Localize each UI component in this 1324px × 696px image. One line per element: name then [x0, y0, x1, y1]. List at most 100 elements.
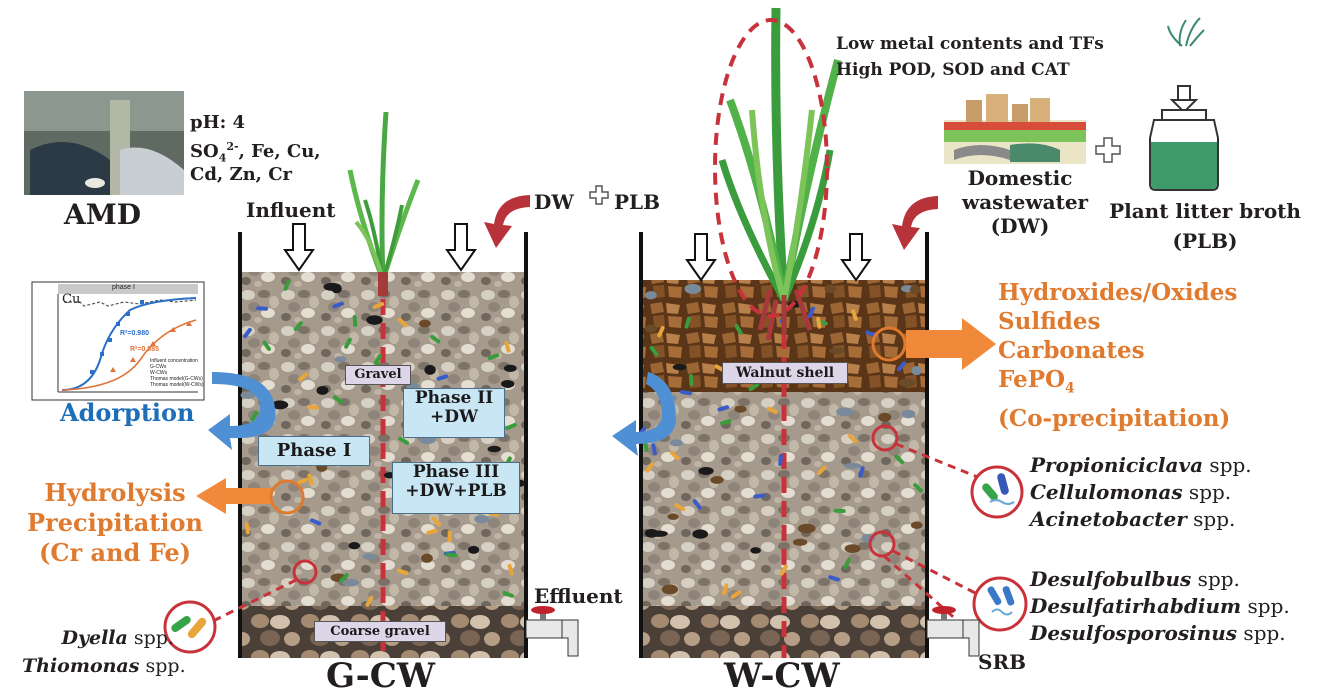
particle	[692, 529, 709, 539]
particle	[778, 453, 783, 466]
particle	[792, 538, 808, 546]
inset-legend-3: W-CWs	[150, 370, 168, 376]
domestic-wastewater-illustration	[944, 94, 1086, 164]
hydrolysis-label: Hydrolysis Precipitation (Cr and Fe)	[20, 478, 210, 568]
particle	[262, 340, 271, 351]
particle	[296, 477, 309, 485]
particle	[911, 366, 922, 376]
particle	[352, 315, 358, 328]
plb-description: Plant litter broth (PLB)	[1094, 196, 1316, 256]
coarse-gravel-label: Coarse gravel	[314, 621, 446, 642]
bacteria-dyella: Dyella spp.	[61, 627, 174, 649]
particle	[244, 522, 250, 535]
particle	[256, 306, 269, 311]
amd-ions-line2: Cd, Zn, Cr	[190, 164, 293, 185]
particle	[684, 283, 702, 294]
particle	[307, 473, 314, 486]
precip-hydroxides: Hydroxides/Oxides	[998, 279, 1238, 306]
srb-label: SRB	[978, 650, 1026, 674]
particle	[688, 374, 694, 387]
particle	[504, 340, 511, 353]
particle	[474, 515, 490, 524]
plb-label-g: PLB	[614, 190, 661, 214]
particle	[243, 327, 252, 339]
particle	[418, 319, 431, 328]
bacteria-acinetobacter: Acinetobacter spp.	[1030, 507, 1236, 531]
dw-plb-arrows	[484, 195, 938, 250]
particle	[366, 315, 383, 325]
particle	[684, 316, 691, 329]
particle	[505, 422, 517, 431]
precip-sulfides: Sulfides	[998, 308, 1101, 335]
particle	[898, 378, 916, 388]
particle	[807, 306, 816, 319]
amd-title: AMD	[64, 198, 141, 231]
particle	[397, 317, 408, 328]
faucet-g	[525, 606, 579, 657]
influent-arrow-2	[445, 223, 477, 272]
particle	[398, 436, 410, 445]
particle	[657, 326, 665, 338]
orange-arrow-left	[196, 478, 272, 514]
particle	[309, 518, 322, 526]
phase3-line1: Phase III	[412, 462, 500, 482]
dw-line1: Domestic	[967, 166, 1073, 190]
particle	[730, 590, 742, 599]
particle	[333, 395, 344, 405]
particle	[692, 499, 702, 510]
particle	[851, 309, 858, 321]
particle	[753, 493, 766, 499]
particle	[342, 578, 359, 587]
gcw-plant	[347, 111, 421, 296]
dw-description: Domestic wastewater (DW)	[962, 166, 1088, 238]
particle	[909, 285, 921, 294]
particle	[426, 528, 439, 535]
particle	[833, 508, 846, 513]
inset-chart-r2-b: R²=0.885	[130, 346, 159, 353]
particle	[816, 316, 822, 329]
particle	[293, 321, 303, 332]
particle	[283, 279, 291, 291]
amd-ph: pH: 4	[190, 112, 246, 133]
particle	[468, 545, 480, 554]
influent-arrows	[283, 223, 872, 282]
inset-legend-2: G-CWs	[150, 364, 167, 370]
bacteria-icons	[171, 473, 1015, 639]
adsorption-arrows	[208, 372, 676, 456]
plant-litter-broth-jar	[1149, 17, 1219, 191]
particle	[339, 573, 349, 583]
influent-arrow-3	[685, 233, 717, 282]
particle	[844, 544, 861, 553]
gravel-label: Gravel	[345, 365, 411, 385]
amd-ions-line1: SO42-, Fe, Cu,	[190, 140, 321, 165]
plus-icon-2	[1095, 137, 1121, 163]
plus-icon-1	[589, 185, 609, 205]
particle	[910, 521, 923, 529]
effluent-label: Effluent	[534, 584, 623, 608]
particle	[334, 356, 347, 363]
inset-chart	[31, 281, 205, 401]
particle	[844, 462, 862, 469]
particle	[734, 323, 743, 335]
bacteria-thiomonas: Thiomonas spp.	[22, 655, 186, 677]
gcw-title: G-CW	[326, 656, 436, 696]
blue-curved-arrow-g	[208, 372, 276, 450]
particle	[644, 291, 657, 300]
particle	[271, 400, 289, 410]
particle	[722, 583, 729, 596]
particle	[649, 345, 659, 357]
phase2-box: Phase II +DW	[403, 388, 505, 438]
particle	[698, 466, 714, 475]
particle	[836, 407, 854, 417]
particle	[816, 465, 827, 476]
particle	[331, 284, 342, 294]
influent-arrow-4	[840, 233, 872, 282]
particle	[710, 476, 724, 484]
particle	[240, 391, 256, 400]
particle	[669, 439, 684, 447]
phase3-line2: +DW+PLB	[405, 480, 507, 501]
particle	[502, 590, 514, 598]
orange-circle-w	[871, 326, 907, 362]
particle	[824, 284, 837, 294]
bacteria-desulfosporosinus: Desulfosporosinus spp.	[1030, 621, 1286, 645]
